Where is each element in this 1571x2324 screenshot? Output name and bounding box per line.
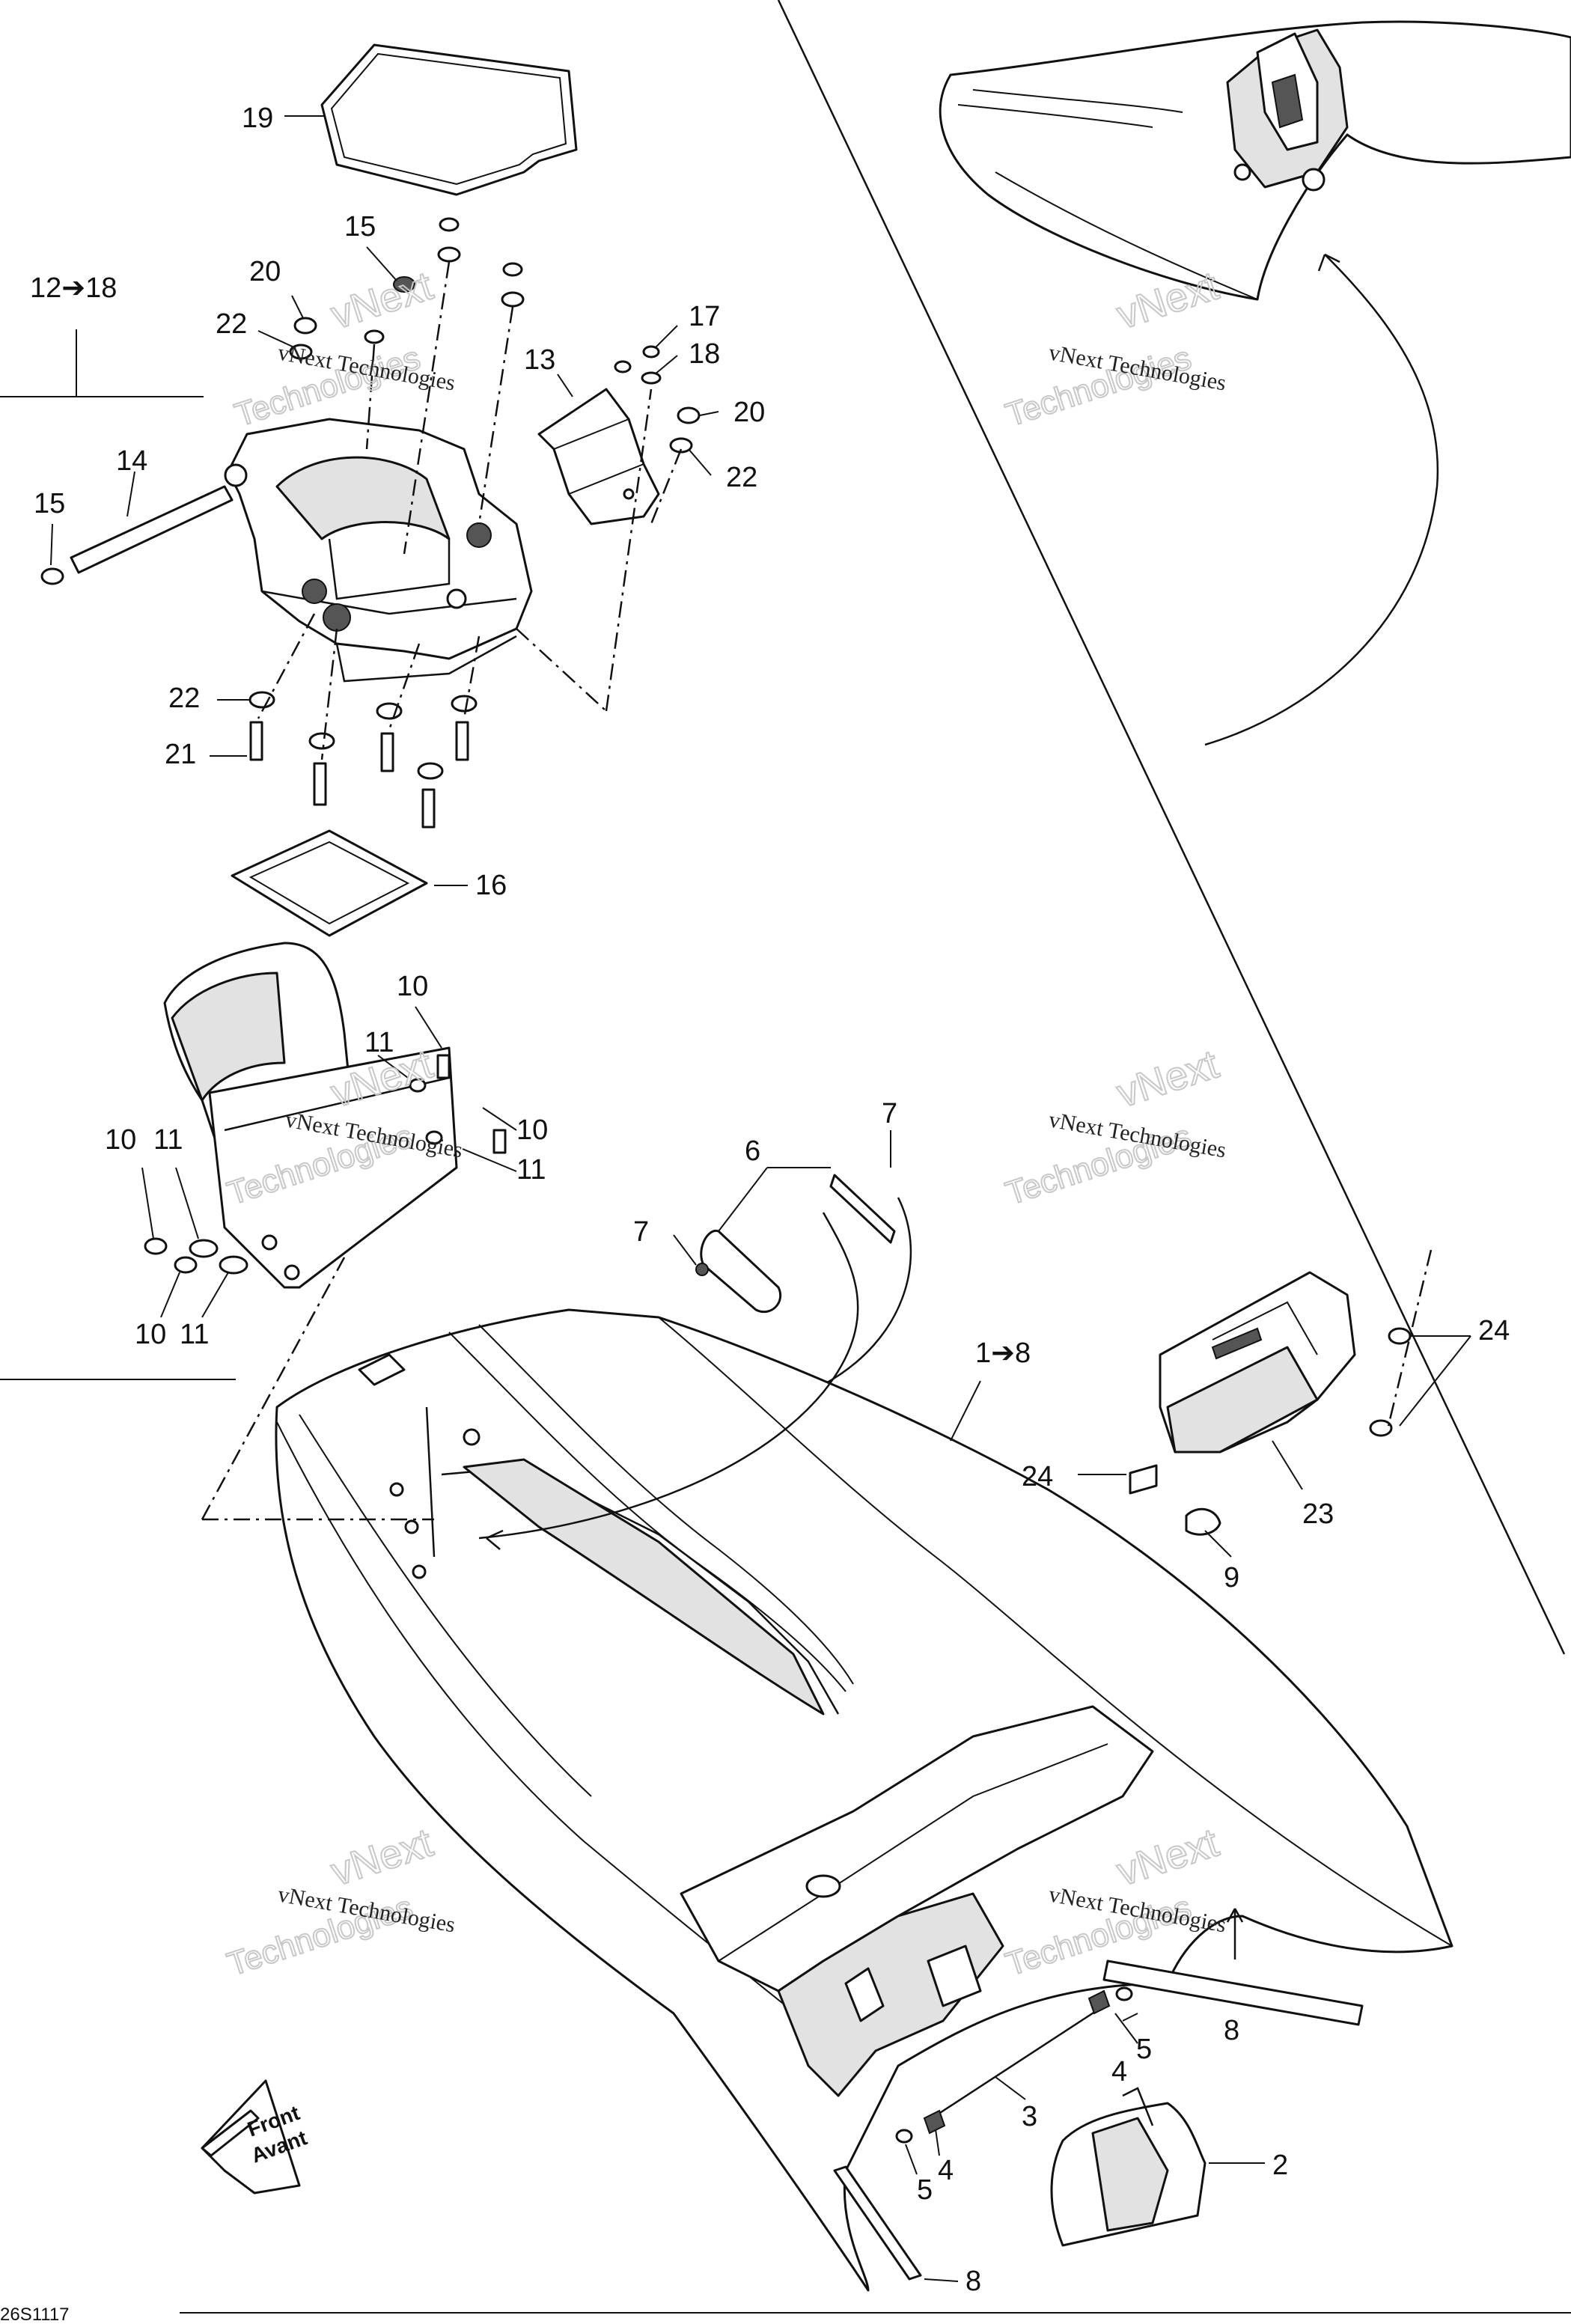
- callout-1-8: 1➔8: [975, 1338, 1031, 1369]
- callout-16: 16: [475, 870, 507, 901]
- bolts-10-washers-11: [144, 1054, 507, 1275]
- callout-4-left: 4: [938, 2155, 954, 2186]
- console-housing: [163, 942, 458, 1289]
- callout-22: 22: [216, 308, 247, 340]
- callout-11-right: 11: [516, 1154, 546, 1186]
- callout-12-18: 12➔18: [30, 272, 117, 304]
- callout-10-left: 10: [105, 1124, 136, 1156]
- callout-4-right: 4: [1111, 2056, 1127, 2087]
- watermark-1-vnext: vNext: [326, 263, 438, 338]
- strap-8-right: [1102, 1908, 1364, 2026]
- callout-10-top: 10: [397, 971, 428, 1002]
- console-bracket: [224, 418, 533, 683]
- callout-11-left: 11: [153, 1124, 183, 1156]
- watermark-2: vNext Technologies vNext Technologies: [1001, 263, 1228, 435]
- watermark-4: vNext Technologies vNext Technologies: [1001, 1041, 1228, 1213]
- leader-lines: [50, 115, 1471, 2282]
- gasket-19: [320, 43, 578, 196]
- callout-20: 20: [249, 256, 281, 287]
- callout-7-top: 7: [882, 1098, 897, 1129]
- callout-15-left: 15: [34, 488, 65, 519]
- callout-14: 14: [116, 445, 147, 477]
- callout-17: 17: [689, 301, 720, 332]
- callout-10-right: 10: [516, 1114, 548, 1146]
- front-direction-arrow: Front Avant: [201, 2079, 310, 2195]
- watermark-5-vnext: vNext: [326, 1820, 438, 1895]
- callout-19: 19: [242, 103, 273, 134]
- rod-14: [40, 485, 234, 585]
- callout-24-right: 24: [1478, 1315, 1510, 1346]
- callout-5-right: 5: [1136, 2034, 1152, 2065]
- callout-22-right: 22: [726, 462, 757, 493]
- watermark-5: vNext Technologies vNext Technologies: [222, 1820, 457, 1984]
- callout-5-left: 5: [917, 2174, 933, 2206]
- strap-8-bottom: [833, 2165, 922, 2281]
- main-seat: [275, 1212, 1453, 2292]
- inset-seat-latch: [939, 20, 1571, 746]
- cover-2: [1050, 2087, 1207, 2247]
- assembly-lines-top: [257, 261, 683, 760]
- bracket-23: [1129, 1249, 1433, 1536]
- bracket-13: [537, 388, 660, 525]
- rod-3: [895, 1986, 1133, 2144]
- callout-20-right: 20: [733, 397, 765, 428]
- callout-6: 6: [745, 1135, 760, 1167]
- callout-22-lower: 22: [168, 683, 200, 714]
- gasket-16: [231, 829, 428, 937]
- callout-3: 3: [1022, 2101, 1037, 2132]
- callout-21: 21: [165, 739, 196, 770]
- link-6: [695, 1174, 912, 1386]
- callout-15: 15: [344, 211, 376, 243]
- callout-7-bottom: 7: [633, 1216, 649, 1248]
- callout-2: 2: [1272, 2150, 1288, 2181]
- callout-9: 9: [1224, 1562, 1239, 1593]
- callout-24-left: 24: [1022, 1461, 1053, 1492]
- callout-23: 23: [1302, 1498, 1334, 1530]
- callout-labels: 19 15 20 12➔18 22 17 13 18 20 22 14 15 2…: [30, 103, 1510, 2297]
- callout-11-top: 11: [364, 1027, 394, 1058]
- callout-18: 18: [689, 338, 720, 370]
- callout-8-right: 8: [1224, 2015, 1239, 2046]
- callout-8-bottom: 8: [966, 2266, 981, 2297]
- callout-13: 13: [524, 344, 555, 376]
- callout-10-bottom: 10: [135, 1319, 166, 1350]
- watermark-4-vnext: vNext: [1111, 1042, 1224, 1117]
- callout-11-bottom: 11: [180, 1319, 209, 1350]
- hardware-top: [248, 217, 701, 829]
- watermark-1: vNext Technologies vNext Technologies: [230, 263, 457, 435]
- drawing-code: 26S1117: [0, 2305, 70, 2324]
